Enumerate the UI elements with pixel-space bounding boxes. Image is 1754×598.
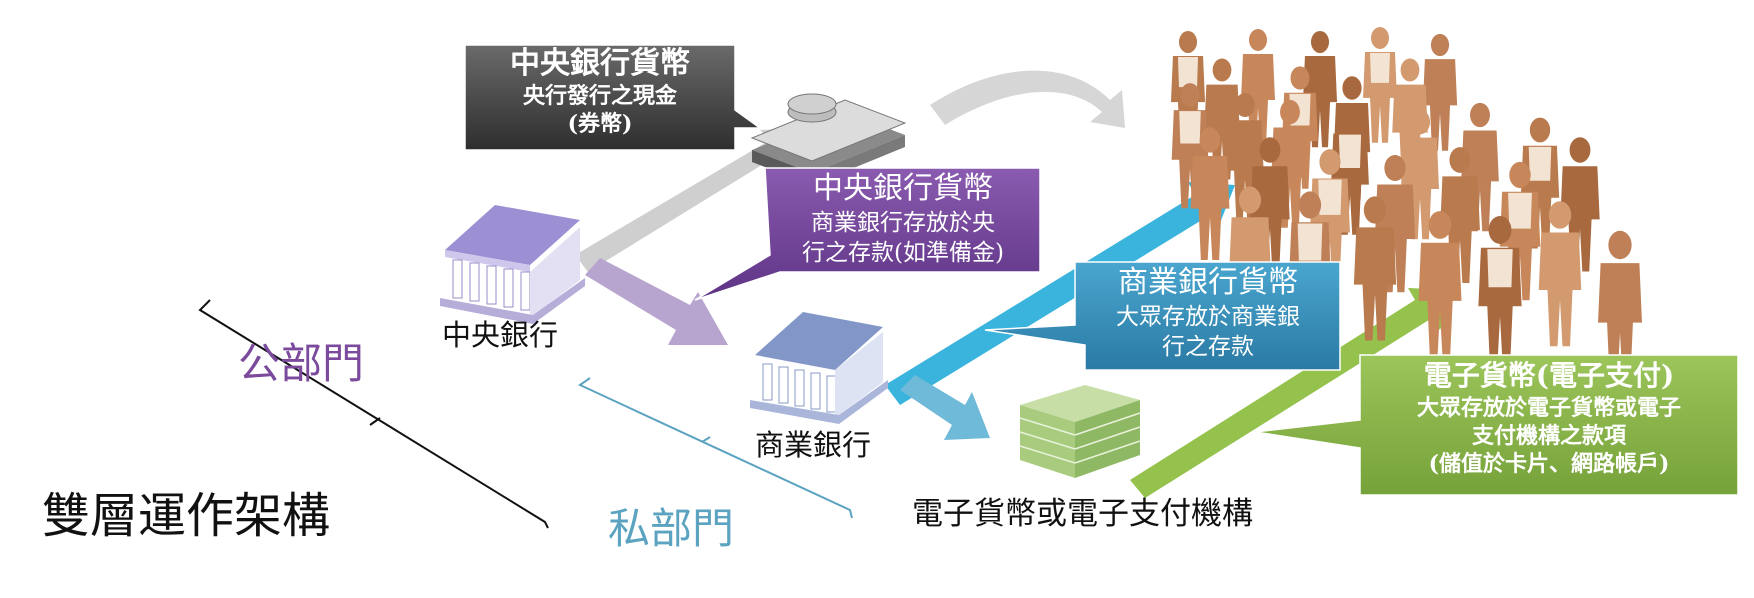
central-bank-label: 中央銀行 [442, 318, 559, 352]
person-figure [1598, 230, 1642, 381]
callout-emoney-line3: (儲值於卡片、網路帳戶) [1428, 451, 1670, 477]
person-figure [1353, 196, 1397, 341]
callout-reserves-line1: 商業銀行存放於央 [811, 210, 995, 236]
commercial-bank-icon [750, 312, 888, 424]
person-figure [1418, 211, 1462, 358]
person-figure [1363, 27, 1397, 143]
callout-cash-title: 中央銀行貨幣 [510, 46, 690, 81]
emoney-to-public-arrow [1130, 288, 1455, 498]
person-figure [1538, 201, 1582, 347]
callout-cash [464, 44, 763, 151]
callout-bank-money-line1: 大眾存放於商業銀 [1116, 304, 1300, 330]
callout-cash-text: 中央銀行貨幣 央行發行之現金 (券幣) [468, 46, 732, 138]
bank-to-emoney-arrow [900, 375, 990, 440]
central-bank-to-commercial-arrow [585, 258, 728, 345]
callout-emoney-title: 電子貨幣(電子支付) [1423, 359, 1675, 392]
private-sector-bracket [578, 377, 853, 519]
callout-reserves-text: 中央銀行貨幣 商業銀行存放於央 行之存款(如準備金) [768, 170, 1038, 268]
callout-emoney-line1: 大眾存放於電子貨幣或電子 [1416, 395, 1681, 421]
callout-reserves-title: 中央銀行貨幣 [813, 171, 993, 206]
callout-reserves-line2: 行之存款(如準備金) [802, 240, 1004, 266]
callout-emoney-line2: 支付機構之款項 [1471, 423, 1626, 449]
callout-cash-line1: 央行發行之現金 [522, 83, 677, 109]
person-figure [1422, 33, 1458, 151]
person-figure [1190, 127, 1230, 260]
callout-bank-money [984, 261, 1341, 371]
emoney-stack-icon [1019, 385, 1141, 478]
central-bank-to-cash-arrow [575, 128, 805, 272]
person-figure [1478, 216, 1522, 364]
commercial-bank-label: 商業銀行 [755, 428, 872, 462]
public-sector-label: 公部門 [238, 339, 365, 388]
callout-emoney [1254, 354, 1739, 496]
private-sector-label: 私部門 [608, 504, 735, 553]
public-sector-bracket [198, 299, 549, 529]
bank-to-public-arrow [885, 182, 1235, 405]
central-bank-icon [440, 205, 585, 324]
callout-bank-money-text: 商業銀行貨幣 大眾存放於商業銀 行之存款 [1078, 264, 1338, 362]
emoney-institution-label: 電子貨幣或電子支付機構 [912, 496, 1253, 532]
cash-arrow-to-public [930, 70, 1125, 128]
callout-bank-money-title: 商業銀行貨幣 [1118, 265, 1298, 300]
callout-emoney-text: 電子貨幣(電子支付) 大眾存放於電子貨幣或電子 支付機構之款項 (儲值於卡片、網… [1362, 358, 1736, 478]
callout-reserves [694, 167, 1041, 301]
callout-cash-line2: (券幣) [567, 111, 633, 137]
diagram-title: 雙層運作架構 [42, 488, 331, 544]
callout-bank-money-line2: 行之存款 [1162, 334, 1254, 360]
